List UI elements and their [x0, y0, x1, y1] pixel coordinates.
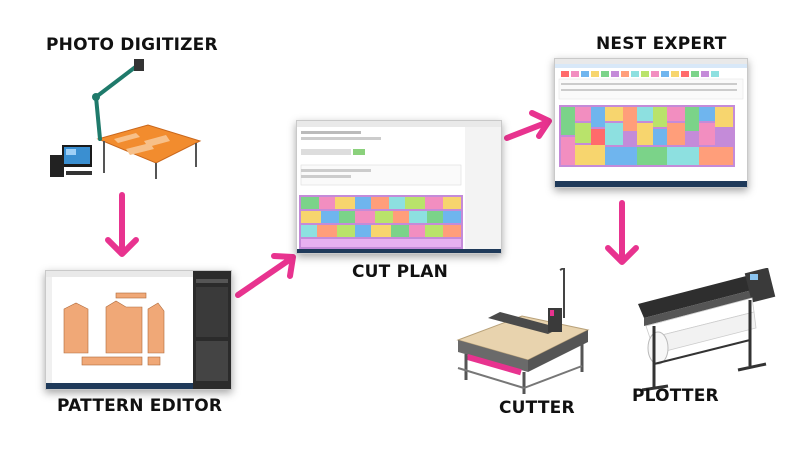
- arrow-photo-to-pattern: [105, 192, 139, 257]
- pattern-editor-icon: [45, 270, 232, 390]
- cut-plan-marker-grid: [299, 195, 463, 249]
- nest-expert-icon: [554, 58, 748, 188]
- nest-expert-marker: [559, 105, 735, 167]
- cut-plan-icon: [296, 120, 502, 254]
- photo-digitizer-label: PHOTO DIGITIZER: [46, 35, 218, 55]
- plotter-label: PLOTTER: [632, 386, 719, 406]
- cut-plan-label: CUT PLAN: [352, 262, 449, 282]
- plotter-icon: [638, 268, 776, 392]
- arrow-pattern-to-cutplan: [235, 253, 296, 298]
- photo-digitizer-icon: [50, 59, 202, 179]
- nest-expert-header-swatches: [561, 71, 719, 77]
- cutter-label: CUTTER: [499, 398, 575, 418]
- pattern-editor-label: PATTERN EDITOR: [57, 396, 223, 416]
- nest-expert-label: NEST EXPERT: [596, 34, 727, 54]
- arrow-nest-to-machines: [605, 200, 639, 265]
- arrow-cutplan-to-nest: [504, 110, 552, 141]
- cutter-icon: [456, 268, 590, 394]
